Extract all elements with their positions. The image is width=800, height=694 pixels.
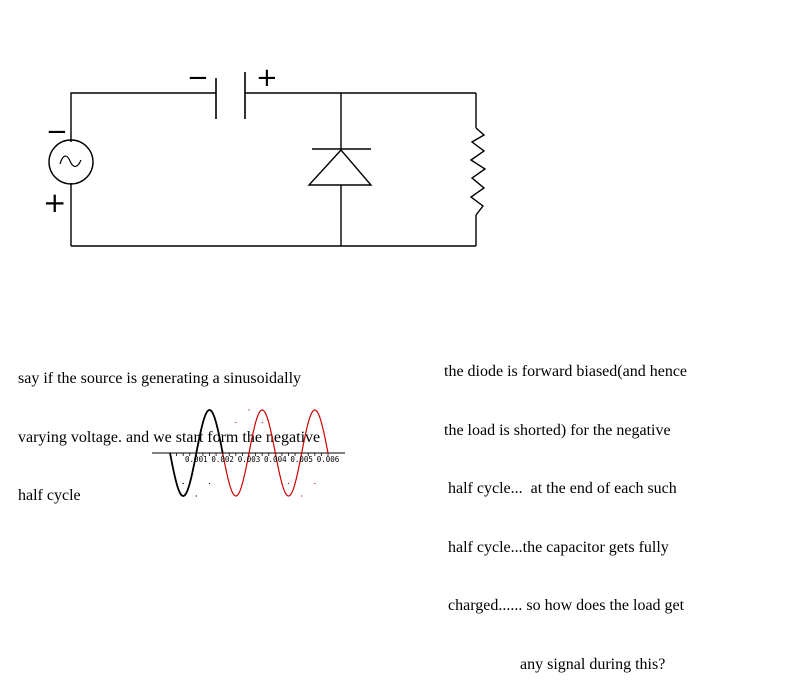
plot-tick-label: 0.002 [211, 455, 234, 464]
right-note-line-2: the load is shorted) for the negative [444, 421, 671, 439]
right-note-line-4: half cycle...the capacitor gets fully [444, 538, 669, 556]
plot-point [287, 482, 290, 485]
plot-point [327, 452, 329, 454]
plot-point [314, 482, 316, 485]
plot-point [274, 452, 276, 454]
source-minus-label: − [46, 117, 68, 147]
plot-series [169, 409, 329, 497]
source-plus-label: + [43, 186, 66, 219]
plot-point [182, 482, 184, 485]
capacitor [215, 72, 246, 119]
diode-triangle [307, 148, 373, 186]
left-note-line-1: say if the source is generating a sinuso… [18, 370, 302, 387]
ac-source [48, 139, 94, 185]
plot-point [301, 495, 303, 497]
plot-point [195, 495, 197, 497]
plot-tick-label: 0.004 [264, 455, 287, 464]
plot-series-2-line [169, 409, 224, 497]
top-wire-left [70, 92, 216, 142]
right-note-line-5: charged...... so how does the load get [444, 597, 685, 614]
left-note: say if the source is generating a sinuso… [18, 330, 320, 525]
plot-point [222, 452, 224, 454]
plot-ticks [169, 453, 329, 456]
diode [307, 148, 373, 186]
ac-source-circle [48, 139, 94, 185]
wires [70, 92, 477, 247]
capacitor-plus-label: + [256, 63, 278, 93]
plot-tick-label: 0.001 [185, 455, 208, 464]
right-note-line-6: any signal during this? [444, 655, 666, 673]
plot-point [169, 452, 171, 454]
plot-tick-label: 0.003 [238, 455, 261, 464]
plot-point [261, 421, 263, 424]
right-note-line-3: half cycle... at the end of each such [444, 480, 677, 497]
right-note-line-1: the diode is forward biased(and hence [444, 363, 688, 380]
sine-wave-icon [59, 155, 82, 168]
left-note-line-3: half cycle [18, 487, 81, 504]
plot-point [235, 421, 237, 424]
circuit-diagram: − + − + [43, 63, 487, 247]
left-note-line-2: varying voltage. and we start form the n… [18, 428, 321, 446]
capacitor-minus-label: − [187, 63, 209, 93]
plot-point [208, 482, 211, 485]
plot-tick-label: 0.005 [290, 455, 313, 464]
plot-point [248, 409, 250, 411]
load-resistor [469, 127, 487, 216]
plot-tick-label: 0.006 [317, 455, 340, 464]
